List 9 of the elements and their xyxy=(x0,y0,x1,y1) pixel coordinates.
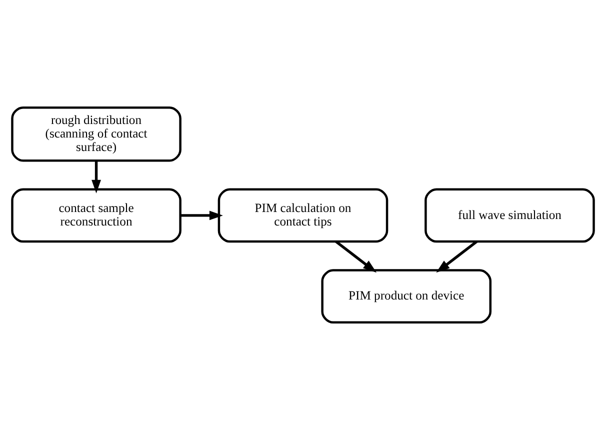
node-box: full wave simulation xyxy=(424,188,595,243)
arrow xyxy=(436,240,478,273)
node-box: PIM product on device xyxy=(321,269,492,324)
arrow xyxy=(180,210,223,220)
node-box: contact sample reconstruction xyxy=(11,188,182,243)
arrow xyxy=(335,240,377,273)
node-box: rough distribution (scanning of contact surface) xyxy=(11,106,182,162)
node-box: PIM calculation on contact tips xyxy=(218,188,388,243)
arrow xyxy=(92,161,101,194)
